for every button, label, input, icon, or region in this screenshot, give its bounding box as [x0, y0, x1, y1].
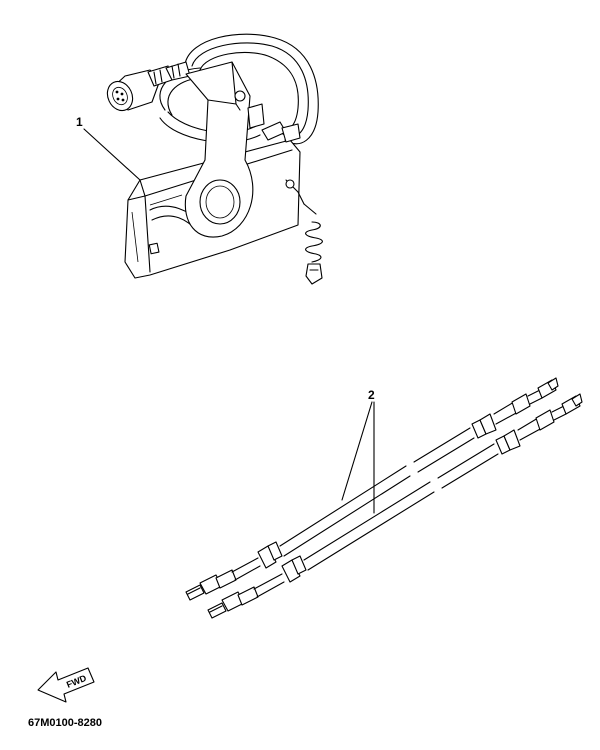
leader-line-2a: [341, 401, 373, 501]
cable-lower: [207, 393, 583, 619]
kill-switch-lanyard: [285, 179, 323, 285]
fwd-arrow-icon: FWD: [37, 667, 95, 703]
diagram-code: 67M0100-8280: [28, 717, 102, 729]
callout-1: 1: [76, 115, 83, 129]
leader-line-1: [83, 128, 141, 181]
remote-control-box[interactable]: [103, 33, 323, 285]
cable-upper: [185, 377, 559, 601]
remote-control-cables[interactable]: [185, 377, 583, 619]
harness-loops: [159, 33, 319, 145]
connector-plug: [106, 61, 191, 112]
callout-2: 2: [368, 388, 375, 402]
